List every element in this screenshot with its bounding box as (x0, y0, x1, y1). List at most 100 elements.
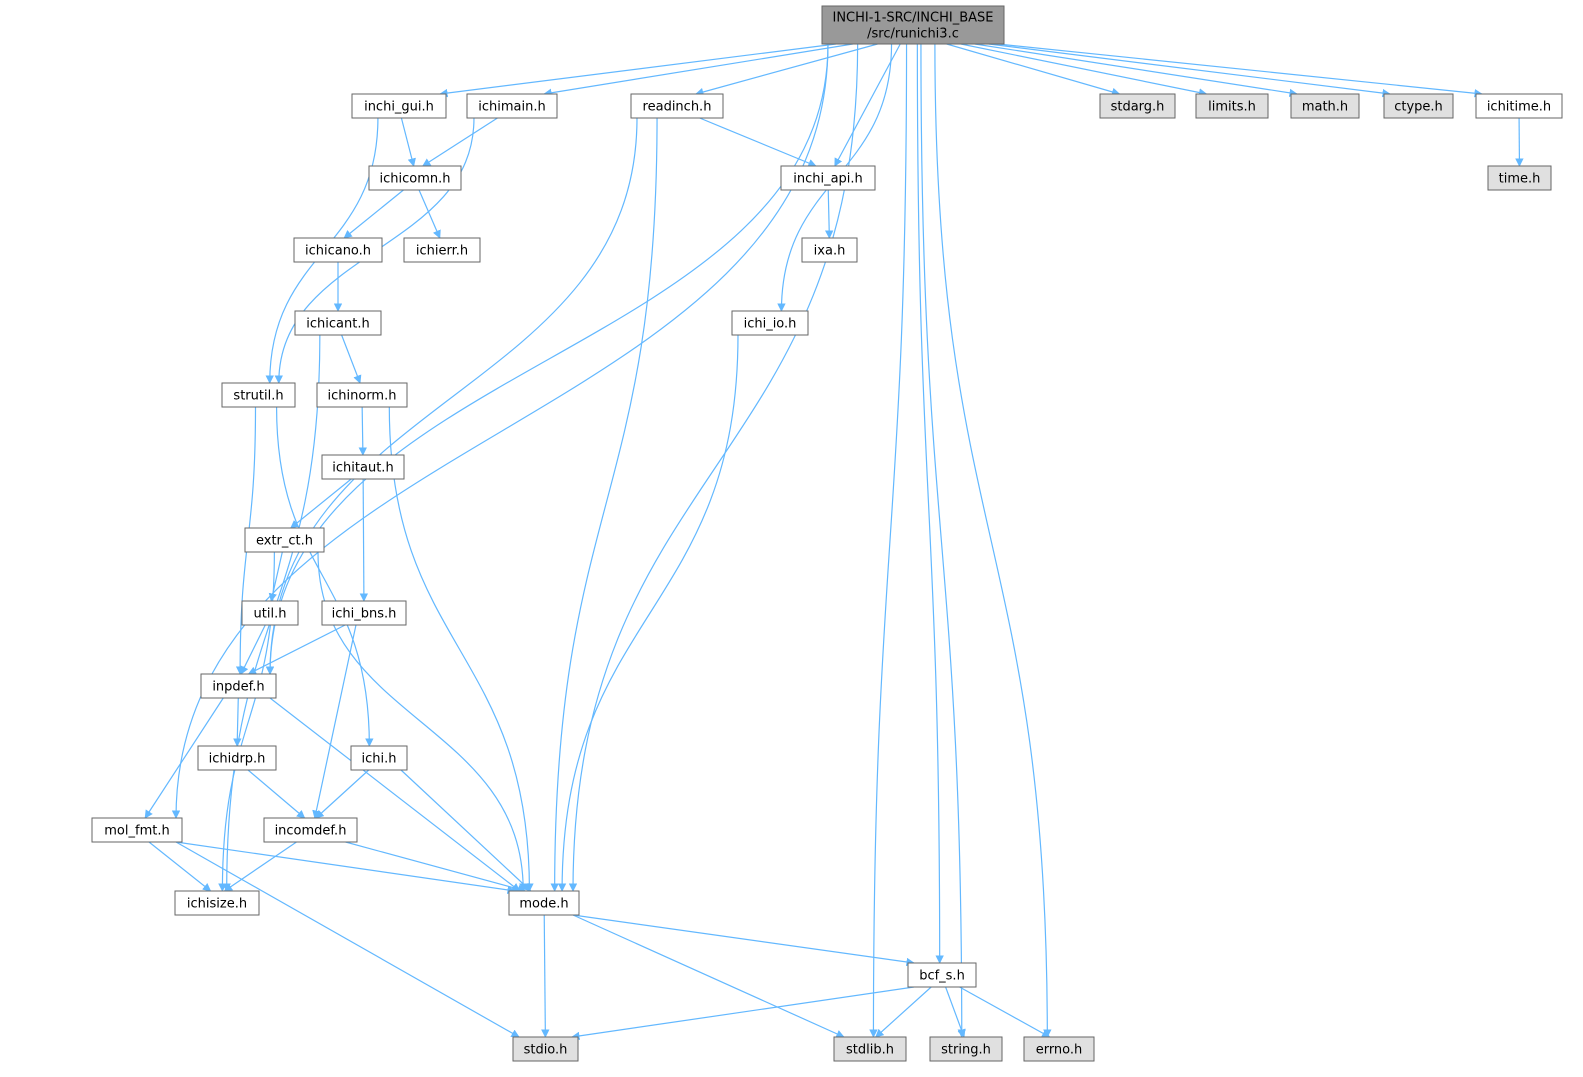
node-label-stdlib: stdlib.h (846, 1043, 894, 1058)
node-label-inpdef: inpdef.h (212, 680, 264, 695)
node-box-ichi_io (731, 310, 809, 336)
node-ichidrp[interactable]: ichidrp.h (197, 745, 277, 771)
node-mode[interactable]: mode.h (508, 890, 580, 916)
node-label-bcf_s: bcf_s.h (919, 969, 965, 984)
node-ichitaut[interactable]: ichitaut.h (321, 454, 405, 480)
edge-root-to-inchi_api (834, 43, 901, 167)
edge-mode-to-stdio (541, 914, 550, 1038)
node-util[interactable]: util.h (241, 600, 299, 626)
node-stdarg[interactable]: stdarg.h (1099, 93, 1176, 119)
node-stdio[interactable]: stdio.h (512, 1036, 579, 1062)
node-ichi_bns[interactable]: ichi_bns.h (321, 600, 407, 626)
node-box-ctype (1383, 93, 1454, 119)
node-stdlib[interactable]: stdlib.h (833, 1036, 907, 1062)
node-box-ichitime (1475, 93, 1563, 119)
edge-root-to-readinch (695, 43, 878, 97)
edge-ichi-to-incomdef (315, 769, 370, 819)
edge-mol_fmt-to-stdio (175, 841, 520, 1038)
node-box-ichicomn (368, 165, 462, 191)
node-label-ichitime: ichitime.h (1487, 100, 1551, 115)
edge-ichicant-to-ichinorm (341, 334, 362, 384)
node-ichicant[interactable]: ichicant.h (294, 310, 382, 336)
node-label-ctype: ctype.h (1394, 100, 1443, 115)
node-ichitime[interactable]: ichitime.h (1475, 93, 1563, 119)
node-ixa[interactable]: ixa.h (801, 237, 858, 263)
node-mol_fmt[interactable]: mol_fmt.h (91, 817, 183, 843)
node-limits[interactable]: limits.h (1195, 93, 1269, 119)
edge-util-to-inpdef (240, 624, 266, 675)
node-box-stdarg (1099, 93, 1176, 119)
edge-bcf_s-to-string (945, 986, 966, 1038)
node-label-root: INCHI-1-SRC/INCHI_BASE (832, 11, 993, 26)
node-label-ichi: ichi.h (362, 752, 397, 767)
node-box-ichierr (403, 237, 481, 263)
node-string[interactable]: string.h (929, 1036, 1003, 1062)
edge-inchi_gui-to-ichicomn (400, 117, 416, 167)
node-box-limits (1195, 93, 1269, 119)
node-label-util: util.h (254, 607, 287, 622)
node-inpdef[interactable]: inpdef.h (200, 673, 277, 699)
node-label-ichi_io: ichi_io.h (744, 317, 797, 332)
node-box-ichisize (174, 890, 260, 916)
edge-root-to-errno (934, 43, 1052, 1038)
node-readinch[interactable]: readinch.h (630, 93, 724, 119)
node-box-ichitaut (321, 454, 405, 480)
node-box-inpdef (200, 673, 277, 699)
node-box-ichi_bns (321, 600, 407, 626)
node-box-math (1290, 93, 1360, 119)
node-label-errno: errno.h (1036, 1043, 1083, 1058)
node-math[interactable]: math.h (1290, 93, 1360, 119)
node-inchi_gui[interactable]: inchi_gui.h (351, 93, 447, 119)
node-box-ichi (350, 745, 408, 771)
node-label-inchi_api: inchi_api.h (793, 172, 863, 187)
node-box-inchi_api (780, 165, 876, 191)
node-label-math: math.h (1302, 100, 1348, 115)
node-box-ichidrp (197, 745, 277, 771)
node-incomdef[interactable]: incomdef.h (263, 817, 358, 843)
edge-inchi_api-to-ixa (824, 189, 834, 239)
node-box-inchi_gui (351, 93, 447, 119)
node-label-ichicano: ichicano.h (305, 244, 371, 259)
edge-root-to-inchi_gui (439, 43, 836, 98)
edge-ichitaut-to-ichi_bns (359, 478, 369, 602)
edge-inpdef-to-mode (269, 697, 521, 892)
node-ichisize[interactable]: ichisize.h (174, 890, 260, 916)
edge-root-to-stdlib (869, 43, 908, 1038)
node-box-mol_fmt (91, 817, 183, 843)
node-ichimain[interactable]: ichimain.h (466, 93, 558, 119)
node-bcf_s[interactable]: bcf_s.h (907, 962, 977, 988)
node-ichierr[interactable]: ichierr.h (403, 237, 481, 263)
edges-layer (144, 43, 1524, 1041)
edge-ichinorm-to-mode (388, 406, 534, 892)
node-time[interactable]: time.h (1487, 165, 1552, 191)
node-ichinorm[interactable]: ichinorm.h (316, 382, 408, 408)
edge-mode-to-bcf_s (572, 914, 915, 967)
node-ichicano[interactable]: ichicano.h (293, 237, 383, 263)
nodes-layer: INCHI-1-SRC/INCHI_BASE/src/runichi3.cinc… (91, 5, 1563, 1062)
node-box-stdlib (833, 1036, 907, 1062)
node-box-strutil (221, 382, 296, 408)
node-box-string (929, 1036, 1003, 1062)
node-inchi_api[interactable]: inchi_api.h (780, 165, 876, 191)
edge-ichitaut-to-extr_ct (290, 478, 352, 529)
node-label-ichicant: ichicant.h (306, 317, 369, 332)
node-ctype[interactable]: ctype.h (1383, 93, 1454, 119)
node-ichi[interactable]: ichi.h (350, 745, 408, 771)
edge-root-to-ctype (988, 43, 1391, 98)
node-ichi_io[interactable]: ichi_io.h (731, 310, 809, 336)
edge-root-to-string (920, 43, 966, 1038)
node-ichicomn[interactable]: ichicomn.h (368, 165, 462, 191)
node-label-ichidrp: ichidrp.h (209, 752, 266, 767)
node-strutil[interactable]: strutil.h (221, 382, 296, 408)
edge-bcf_s-to-stdio (571, 986, 915, 1041)
node-extr_ct[interactable]: extr_ct.h (244, 527, 325, 553)
edge-readinch-to-mode (550, 117, 658, 892)
edge-root-to-stdarg (946, 43, 1121, 96)
node-box-time (1487, 165, 1552, 191)
node-errno[interactable]: errno.h (1023, 1036, 1095, 1062)
node-root[interactable]: INCHI-1-SRC/INCHI_BASE/src/runichi3.c (821, 5, 1005, 45)
node-label-stdarg: stdarg.h (1111, 100, 1165, 115)
edge-ichimain-to-ichicomn (422, 117, 498, 167)
edge-ichi_bns-to-inpdef (247, 624, 346, 675)
